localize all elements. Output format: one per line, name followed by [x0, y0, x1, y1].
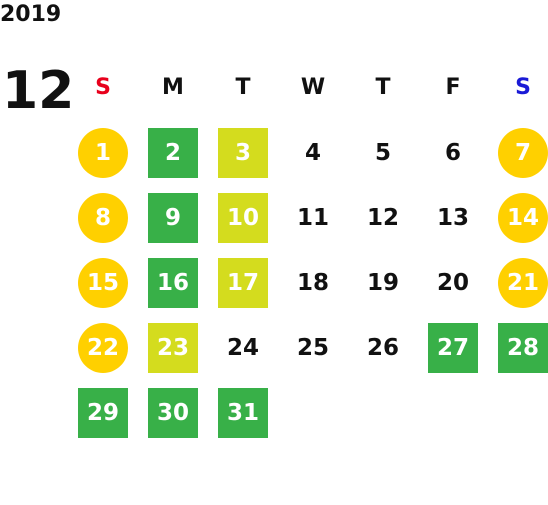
- weekday-saturday: S: [515, 75, 531, 100]
- day-cell[interactable]: 24: [208, 315, 278, 380]
- day-cell[interactable]: 27: [418, 315, 488, 380]
- day-number: 23: [148, 322, 198, 373]
- weekday-tuesday: T: [235, 75, 251, 100]
- day-number: 19: [366, 269, 399, 296]
- day-number: 15: [78, 257, 128, 308]
- day-number: 1: [78, 127, 128, 178]
- day-number: 16: [148, 257, 198, 308]
- day-number: 6: [444, 139, 461, 166]
- day-cell[interactable]: 20: [418, 250, 488, 315]
- day-cell[interactable]: 2: [138, 120, 208, 185]
- weekday-monday: M: [162, 75, 184, 100]
- day-number: 20: [436, 269, 469, 296]
- day-number: 25: [296, 334, 329, 361]
- weekday-sunday: S: [95, 75, 111, 100]
- day-cell[interactable]: 30: [138, 380, 208, 445]
- day-cell[interactable]: 31: [208, 380, 278, 445]
- day-cell[interactable]: 12: [348, 185, 418, 250]
- day-cell[interactable]: 7: [488, 120, 548, 185]
- day-number: 28: [498, 322, 548, 373]
- day-cell[interactable]: 21: [488, 250, 548, 315]
- day-number: 11: [296, 204, 329, 231]
- day-number: 29: [78, 387, 128, 438]
- calendar-grid: S M T W T F S 1 2 3 4 5 6 7 8 9 10 11 12…: [68, 55, 548, 505]
- year-label: 2019: [0, 2, 62, 27]
- day-number: 10: [218, 192, 268, 243]
- day-cell[interactable]: 5: [348, 120, 418, 185]
- day-number: 12: [366, 204, 399, 231]
- day-cell[interactable]: 11: [278, 185, 348, 250]
- day-number: 8: [78, 192, 128, 243]
- day-cell[interactable]: 22: [68, 315, 138, 380]
- day-cell[interactable]: 16: [138, 250, 208, 315]
- day-number: 31: [218, 387, 268, 438]
- day-number: 30: [148, 387, 198, 438]
- day-cell[interactable]: 6: [418, 120, 488, 185]
- day-number: 14: [498, 192, 548, 243]
- day-cell[interactable]: 25: [278, 315, 348, 380]
- day-cell[interactable]: 3: [208, 120, 278, 185]
- day-number: 2: [148, 127, 198, 178]
- day-cell[interactable]: 8: [68, 185, 138, 250]
- day-number: 9: [148, 192, 198, 243]
- weekday-friday: F: [445, 75, 461, 100]
- day-number: 17: [218, 257, 268, 308]
- day-cell[interactable]: 17: [208, 250, 278, 315]
- day-cell[interactable]: 18: [278, 250, 348, 315]
- day-number: 4: [304, 139, 321, 166]
- day-cell[interactable]: 14: [488, 185, 548, 250]
- day-cell[interactable]: 13: [418, 185, 488, 250]
- day-cell[interactable]: 10: [208, 185, 278, 250]
- day-cell[interactable]: 26: [348, 315, 418, 380]
- day-number: 26: [366, 334, 399, 361]
- day-cell[interactable]: 28: [488, 315, 548, 380]
- day-number: 21: [498, 257, 548, 308]
- day-number: 7: [498, 127, 548, 178]
- day-cell[interactable]: 4: [278, 120, 348, 185]
- month-number: 12: [2, 61, 75, 121]
- weekday-thursday: T: [375, 75, 391, 100]
- day-cell[interactable]: 23: [138, 315, 208, 380]
- day-cell[interactable]: 9: [138, 185, 208, 250]
- day-cell[interactable]: 29: [68, 380, 138, 445]
- day-number: 18: [296, 269, 329, 296]
- day-number: 22: [78, 322, 128, 373]
- day-cell[interactable]: 15: [68, 250, 138, 315]
- day-cell[interactable]: 1: [68, 120, 138, 185]
- day-cell[interactable]: 19: [348, 250, 418, 315]
- day-number: 3: [218, 127, 268, 178]
- day-number: 27: [428, 322, 478, 373]
- day-number: 13: [436, 204, 469, 231]
- day-number: 24: [226, 334, 259, 361]
- weekday-wednesday: W: [300, 75, 326, 100]
- day-number: 5: [374, 139, 391, 166]
